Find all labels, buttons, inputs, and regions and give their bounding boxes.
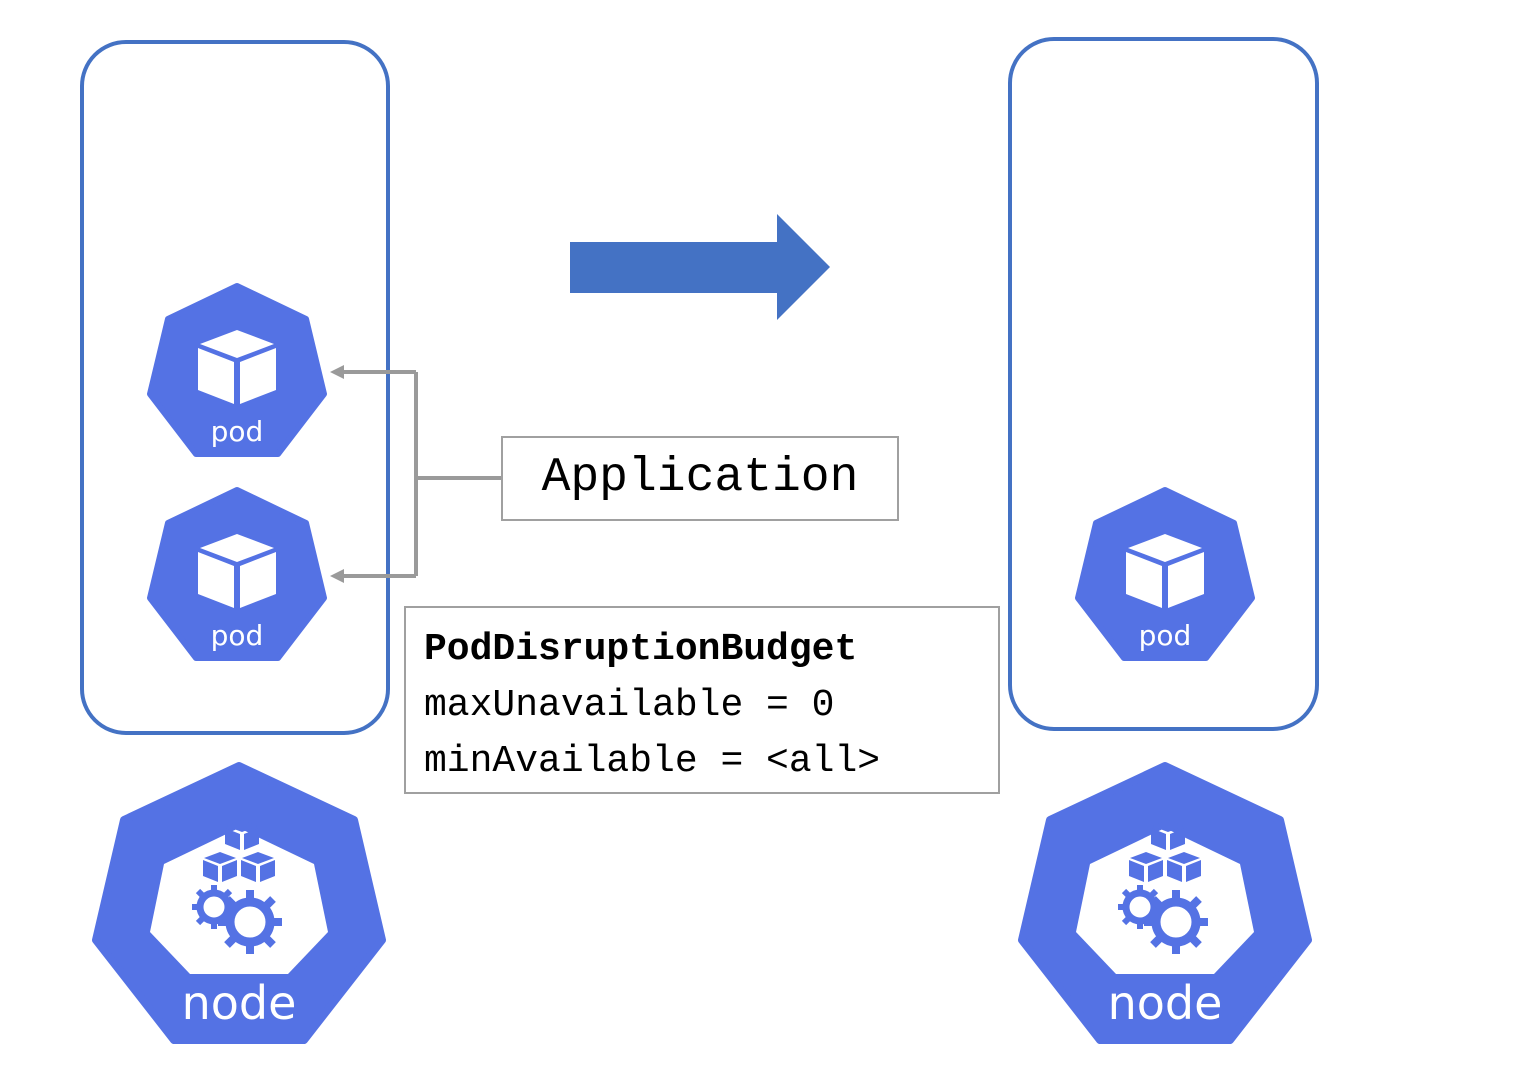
node-label: node bbox=[181, 976, 297, 1030]
application-label-box: Application bbox=[501, 436, 899, 521]
node-label: node bbox=[1107, 976, 1223, 1030]
node-icon: node bbox=[92, 762, 386, 1046]
connector-arrowhead-bottom bbox=[330, 569, 344, 583]
pdb-box: PodDisruptionBudget maxUnavailable = 0 m… bbox=[404, 606, 1000, 794]
cube-icon bbox=[198, 330, 276, 404]
pod-label: pod bbox=[1138, 619, 1192, 652]
pod-label: pod bbox=[210, 619, 264, 652]
right-arrow-icon bbox=[570, 214, 830, 320]
pdb-min-available: minAvailable = <all> bbox=[424, 740, 881, 783]
cube-icon bbox=[198, 534, 276, 608]
application-connector bbox=[340, 370, 501, 578]
node-heptagon-shape bbox=[1018, 762, 1312, 1044]
pod-heptagon-shape bbox=[147, 487, 327, 661]
pod-icon: pod bbox=[146, 283, 328, 459]
application-label: Application bbox=[541, 451, 859, 505]
connector-arrowhead-top bbox=[330, 365, 344, 379]
pdb-max-unavailable: maxUnavailable = 0 bbox=[424, 684, 835, 727]
pdb-title: PodDisruptionBudget bbox=[424, 628, 858, 671]
cubes-gears-icon bbox=[192, 820, 282, 954]
node-heptagon-shape bbox=[92, 762, 386, 1044]
node-icon: node bbox=[1018, 762, 1312, 1046]
pod-icon: pod bbox=[146, 487, 328, 663]
cube-icon bbox=[1126, 534, 1204, 608]
pod-heptagon-shape bbox=[147, 283, 327, 457]
pod-icon: pod bbox=[1074, 487, 1256, 663]
pod-heptagon-shape bbox=[1075, 487, 1255, 661]
cubes-gears-icon bbox=[1118, 820, 1208, 954]
pod-label: pod bbox=[210, 415, 264, 448]
